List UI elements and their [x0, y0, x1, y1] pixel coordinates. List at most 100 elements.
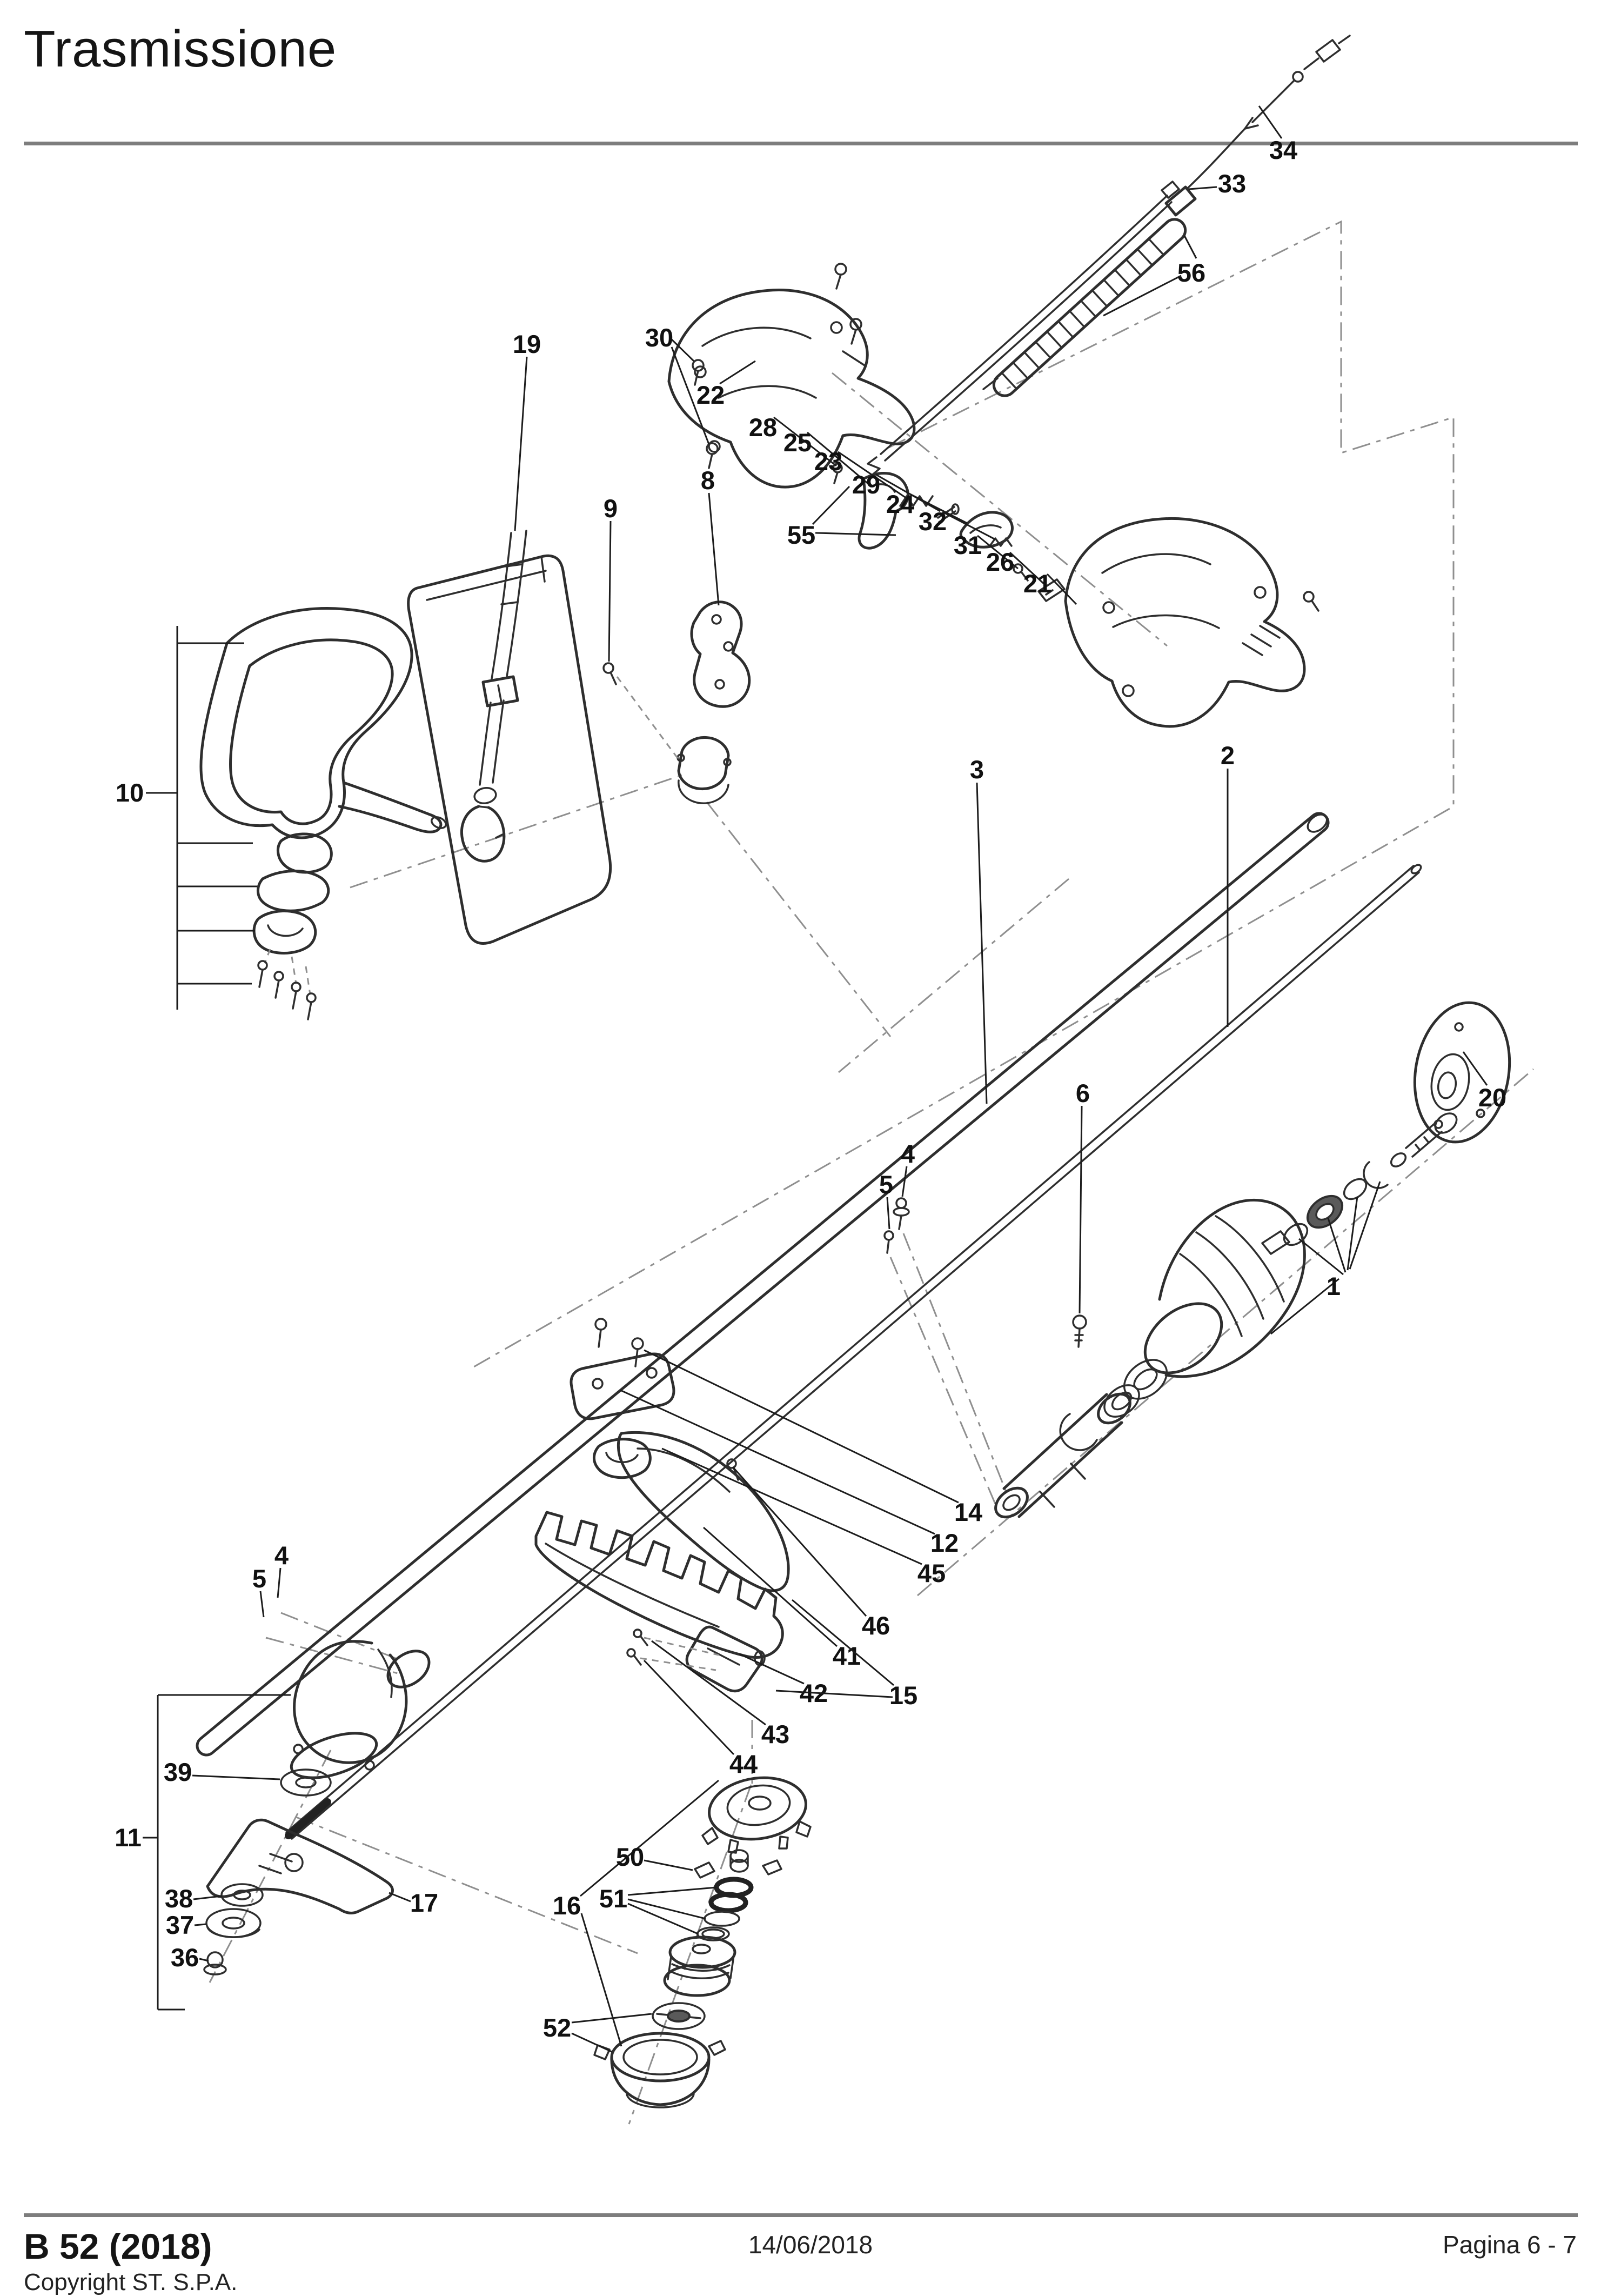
leader-line-51	[627, 1898, 706, 1920]
handle-clamp-upper	[276, 832, 333, 874]
blade-washer-upper	[280, 1768, 332, 1797]
part-callout-28: 28	[749, 413, 777, 442]
part-callout-9: 9	[604, 494, 618, 523]
footer-copyright: Copyright ST. S.P.A.	[24, 2269, 238, 2295]
footer-date: 14/06/2018	[748, 2231, 873, 2259]
drive-shaft	[285, 864, 1422, 1840]
strap-buckle	[481, 675, 519, 708]
part-callout-4: 4	[274, 1541, 289, 1570]
leader-line-52	[571, 2013, 652, 2024]
part-callout-31: 31	[954, 531, 982, 559]
handle-clamp-lower	[252, 909, 317, 955]
leader-line-55	[812, 485, 850, 525]
leader-line-4	[901, 1166, 908, 1197]
footer-divider	[24, 2213, 1578, 2217]
part-callout-45: 45	[917, 1559, 946, 1587]
leader-line-33	[1188, 186, 1217, 190]
part-callout-1: 1	[1327, 1272, 1341, 1300]
leader-line-1	[1327, 1218, 1347, 1273]
part-callout-26: 26	[986, 548, 1014, 576]
leader-line-34	[1258, 105, 1283, 139]
leader-line-15	[775, 1690, 893, 1698]
clutch-bolt	[1072, 1314, 1087, 1330]
line-eyelet-left	[694, 1861, 715, 1879]
leader-line-20	[1462, 1051, 1488, 1086]
part-callout-34: 34	[1269, 136, 1297, 164]
leader-line-28	[773, 416, 837, 467]
part-callout-15: 15	[889, 1681, 917, 1710]
bevel-gear-head	[203, 1640, 431, 1975]
leader-line-8	[708, 492, 720, 606]
part-callout-25: 25	[783, 428, 812, 457]
part-callout-12: 12	[930, 1529, 959, 1557]
part-callout-22: 22	[696, 381, 725, 409]
blade-washer-lower	[220, 1883, 264, 1907]
part-callout-46: 46	[862, 1611, 890, 1640]
trimmer-head-assembly	[593, 1776, 812, 2108]
leader-line-42	[739, 1653, 805, 1685]
housing-screws	[692, 263, 862, 469]
clutch-assembly	[883, 1001, 1511, 1519]
part-callout-16: 16	[553, 1891, 581, 1920]
leader-line-55	[815, 532, 896, 536]
leader-line-56	[1183, 235, 1197, 259]
part-callout-6: 6	[1076, 1079, 1090, 1107]
part-callout-8: 8	[701, 466, 715, 495]
leader-line-15	[792, 1599, 894, 1686]
leader-line-6	[1079, 1105, 1083, 1314]
guard-shield	[534, 1511, 784, 1659]
part-callout-43: 43	[761, 1720, 789, 1748]
handle-housing-left	[667, 289, 916, 489]
strap-hook	[460, 805, 506, 863]
hanger-bracket	[602, 600, 751, 804]
leader-line-12	[620, 1389, 935, 1535]
leader-line-9	[608, 520, 612, 662]
leader-line-1	[1349, 1181, 1381, 1270]
clutch-drum-mouth	[1143, 1302, 1223, 1374]
part-callout-5: 5	[879, 1170, 893, 1199]
part-callout-11: 11	[115, 1823, 142, 1852]
leader-line-5	[259, 1591, 265, 1618]
cable-adjuster	[1164, 185, 1197, 217]
leader-line-39	[192, 1774, 280, 1780]
leader-line-16	[580, 1913, 622, 2047]
leader-line-19	[514, 356, 528, 531]
part-callout-29: 29	[852, 470, 880, 499]
part-callout-50: 50	[616, 1843, 644, 1871]
part-callout-38: 38	[165, 1884, 193, 1913]
leader-line-14	[644, 1349, 959, 1504]
clutch-drum-housing	[1158, 1198, 1306, 1378]
part-callout-21: 21	[1023, 569, 1051, 598]
construction-lines	[209, 220, 1534, 2125]
leader-line-25	[807, 431, 869, 485]
part-callout-5: 5	[252, 1564, 266, 1593]
line-cutter-knife	[685, 1625, 763, 1693]
leader-line-44	[643, 1659, 735, 1756]
leader-line-37	[194, 1923, 207, 1926]
throttle-trigger	[858, 472, 909, 550]
guard-assembly	[534, 1318, 790, 1693]
leader-line-29	[875, 473, 941, 512]
title-divider	[24, 142, 1578, 145]
grass-blade	[206, 1818, 394, 1914]
part-callout-37: 37	[166, 1911, 194, 1939]
leader-line-52	[571, 2032, 612, 2053]
strap-and-blade-cover	[407, 530, 612, 945]
part-callout-14: 14	[954, 1498, 982, 1526]
footer-model: B 52 (2018)	[24, 2226, 212, 2266]
leader-line-46	[732, 1466, 867, 1617]
leader-line-16	[580, 1779, 719, 1897]
part-callout-20: 20	[1478, 1083, 1506, 1112]
part-callout-19: 19	[513, 330, 541, 358]
leader-line-24	[909, 493, 968, 524]
guard-clamp-upper	[570, 1352, 675, 1420]
part-callout-56: 56	[1177, 258, 1205, 287]
footer-page-number: Pagina 6 - 7	[1442, 2231, 1577, 2259]
part-callout-2: 2	[1221, 741, 1235, 770]
cable-spring	[982, 218, 1187, 397]
leader-line-22	[719, 360, 756, 385]
leader-line-1	[1270, 1278, 1339, 1335]
leader-line-43	[651, 1640, 766, 1726]
